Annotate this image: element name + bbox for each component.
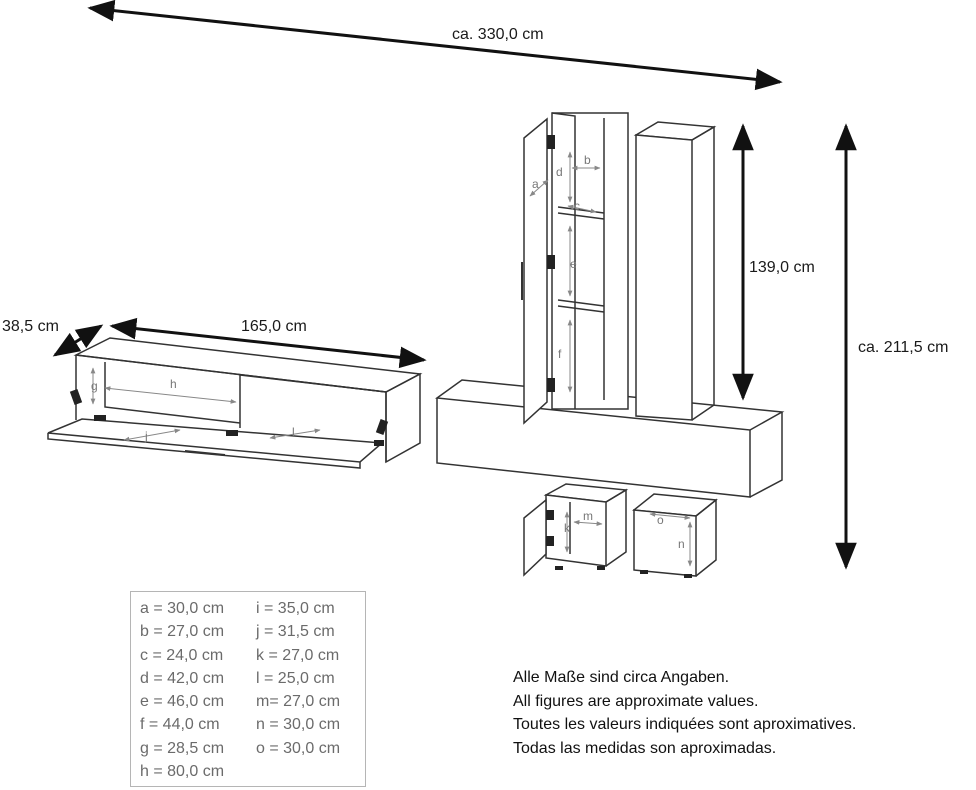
part-label-l: l (292, 425, 295, 439)
legend-entry: c = 24,0 cm (140, 646, 224, 664)
lowboard-width-label: 165,0 cm (241, 318, 307, 335)
tall-cabinet-hinges (547, 135, 555, 392)
part-label-f: f (558, 347, 562, 361)
part-label-d: d (556, 165, 563, 179)
note-spanish: Todas las medidas son aproximadas. (513, 739, 777, 757)
note-german: Alle Maße sind circa Angaben. (513, 669, 730, 686)
small-cube-sub-dims (564, 511, 603, 553)
part-label-a: a (532, 177, 539, 191)
total-width-arrow (87, 0, 783, 91)
part-label-k: k (564, 521, 571, 535)
total-width-label: ca. 330,0 cm (452, 26, 544, 43)
legend-entry: d = 42,0 cm (140, 669, 225, 687)
legend-entry: a = 30,0 cm (140, 600, 225, 617)
legend-entry: j = 31,5 cm (256, 623, 335, 641)
legend-entry: k = 27,0 cm (256, 646, 340, 664)
cabinet-height-label: 139,0 cm (749, 259, 815, 276)
depth-label: 38,5 cm (2, 318, 59, 335)
dimension-legend: a = 30,0 cm b = 27,0 cm c = 24,0 cm d = … (130, 591, 366, 787)
note-english: All figures are approximate values. (513, 692, 759, 710)
legend-entry: e = 46,0 cm (140, 693, 225, 711)
legend-left-column: a = 30,0 cm b = 27,0 cm c = 24,0 cm d = … (140, 597, 224, 783)
lowboard-width-arrow (109, 317, 427, 369)
note-french: Toutes les valeurs indiquées sont aproxi… (513, 716, 857, 733)
small-cube-closed-sub-dims (649, 512, 693, 567)
tall-cabinet-open (521, 112, 629, 425)
small-cube-open (523, 483, 629, 577)
lowboard-open (47, 337, 423, 469)
legend-entry: m= 27,0 cm (256, 693, 341, 711)
small-cube-closed (632, 493, 718, 577)
part-label-g: g (91, 379, 98, 393)
part-label-c: c (574, 199, 580, 213)
lowboard-hinges (69, 389, 389, 446)
total-height-label: ca. 211,5 cm (858, 339, 949, 356)
part-label-m: m (583, 509, 593, 523)
legend-entry: l = 25,0 cm (256, 669, 335, 687)
small-cube-closed-feet (640, 570, 692, 578)
depth-arrow (52, 324, 104, 357)
tall-cabinet-closed (633, 121, 717, 421)
legend-entry: h = 80,0 cm (140, 763, 225, 781)
part-label-o: o (657, 513, 664, 527)
part-label-h: h (170, 377, 177, 391)
part-label-e: e (570, 257, 577, 271)
lowboard-sub-dims (90, 367, 321, 442)
small-cube-hinges (546, 510, 605, 570)
approximation-notes: Alle Maße sind circa Angaben. All figure… (513, 666, 856, 760)
legend-entry: f = 44,0 cm (140, 716, 220, 734)
part-label-b: b (584, 153, 591, 167)
legend-entry: n = 30,0 cm (256, 716, 341, 734)
legend-entry: g = 28,5 cm (140, 739, 225, 757)
legend-entry: o = 30,0 cm (256, 739, 341, 757)
part-label-n: n (678, 537, 685, 551)
tall-cabinet-sub-dims (529, 151, 601, 393)
part-label-j: j (144, 429, 148, 443)
legend-entry: i = 35,0 cm (256, 600, 335, 617)
legend-right-column: i = 35,0 cm j = 31,5 cm k = 27,0 cm l = … (256, 597, 340, 760)
wall-board (434, 379, 785, 498)
legend-entry: b = 27,0 cm (140, 623, 225, 641)
